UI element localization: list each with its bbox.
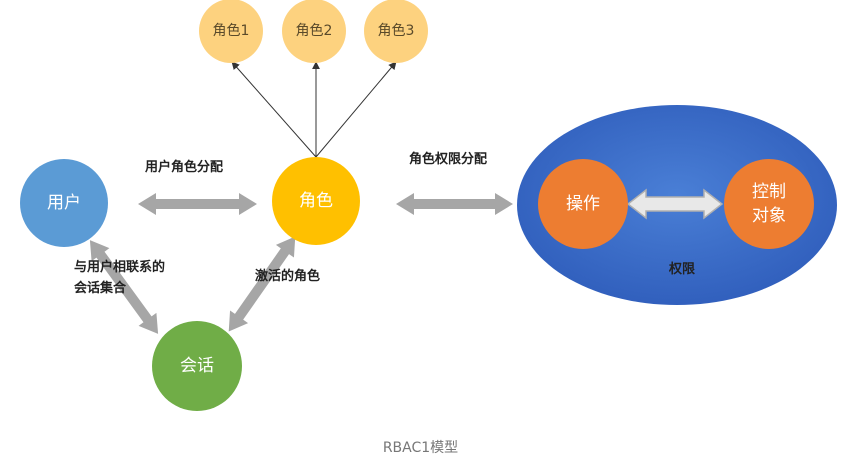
operation-node: 操作 [538, 159, 628, 249]
operation-object-double-arrow [626, 188, 724, 220]
role3-label: 角色3 [378, 22, 415, 39]
permission-label: 权限 [668, 261, 696, 277]
role-to-role3-arrow [315, 61, 397, 158]
control-object-label-line2: 对象 [752, 206, 786, 226]
control-object-node: 控制 对象 [724, 159, 814, 249]
user-node: 用户 [20, 159, 108, 247]
role-node: 角色 [272, 157, 360, 245]
role1-node: 角色1 [199, 0, 263, 63]
role1-label: 角色1 [213, 22, 250, 39]
user-role-double-arrow [138, 193, 257, 215]
session-label: 会话 [180, 356, 214, 376]
operation-label: 操作 [566, 194, 600, 214]
session-node: 会话 [152, 321, 242, 411]
user-session-double-arrow [89, 240, 159, 334]
role-permission-assignment-label: 角色权限分配 [409, 151, 487, 167]
user-session-label-line1: 与用户相联系的 [74, 259, 165, 275]
role-label: 角色 [299, 191, 333, 211]
user-label: 用户 [47, 193, 81, 213]
role3-node: 角色3 [364, 0, 428, 63]
role-permission-double-arrow [396, 193, 513, 215]
user-role-assignment-label: 用户角色分配 [144, 159, 223, 175]
activated-roles-label: 激活的角色 [255, 268, 320, 284]
role2-label: 角色2 [296, 22, 333, 39]
role-to-role1-arrow [231, 61, 317, 158]
role-session-double-arrow [228, 236, 296, 332]
role2-node: 角色2 [282, 0, 346, 63]
user-session-label-line2: 会话集合 [74, 280, 127, 296]
control-object-label-line1: 控制 [752, 182, 786, 202]
figure-caption: RBAC1模型 [382, 440, 459, 456]
